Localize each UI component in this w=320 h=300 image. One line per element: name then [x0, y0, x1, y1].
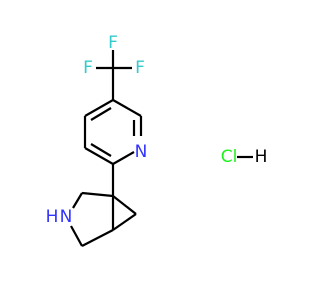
bond-ch2-upper-nh — [72, 192, 83, 209]
bond-ring-c3-c2 — [84, 147, 114, 165]
hydrogen-label: H — [255, 147, 268, 167]
amine-nitrogen-label: N — [60, 207, 73, 227]
pyridine-nitrogen-label: N — [135, 142, 148, 162]
bond-c1-ch2-upper — [81, 191, 114, 198]
bond-c1-c6 — [112, 195, 137, 215]
amine-hydrogen-label: H — [46, 207, 59, 227]
bond-ring-inner-b — [90, 143, 112, 157]
bond-ring-c5-c4 — [84, 99, 114, 117]
bond-ring-inner-a — [90, 107, 112, 121]
fluorine-top-label: F — [108, 33, 118, 53]
fluorine-right-label: F — [135, 58, 145, 78]
fluorine-left-label: F — [83, 58, 93, 78]
atom-labels: F F F N H N Cl H — [46, 33, 268, 227]
bond-ch2-lower-c5 — [81, 229, 114, 247]
bond-c6-c5 — [112, 213, 137, 231]
bond-ring-c6-c5 — [112, 99, 142, 117]
chlorine-label: Cl — [221, 147, 238, 167]
bond-ring-c2-n — [112, 151, 135, 165]
bond-nh-ch2-lower — [70, 225, 83, 247]
chemical-structure-diagram: F F F N H N Cl H — [46, 33, 268, 247]
bond-lines — [70, 50, 253, 247]
